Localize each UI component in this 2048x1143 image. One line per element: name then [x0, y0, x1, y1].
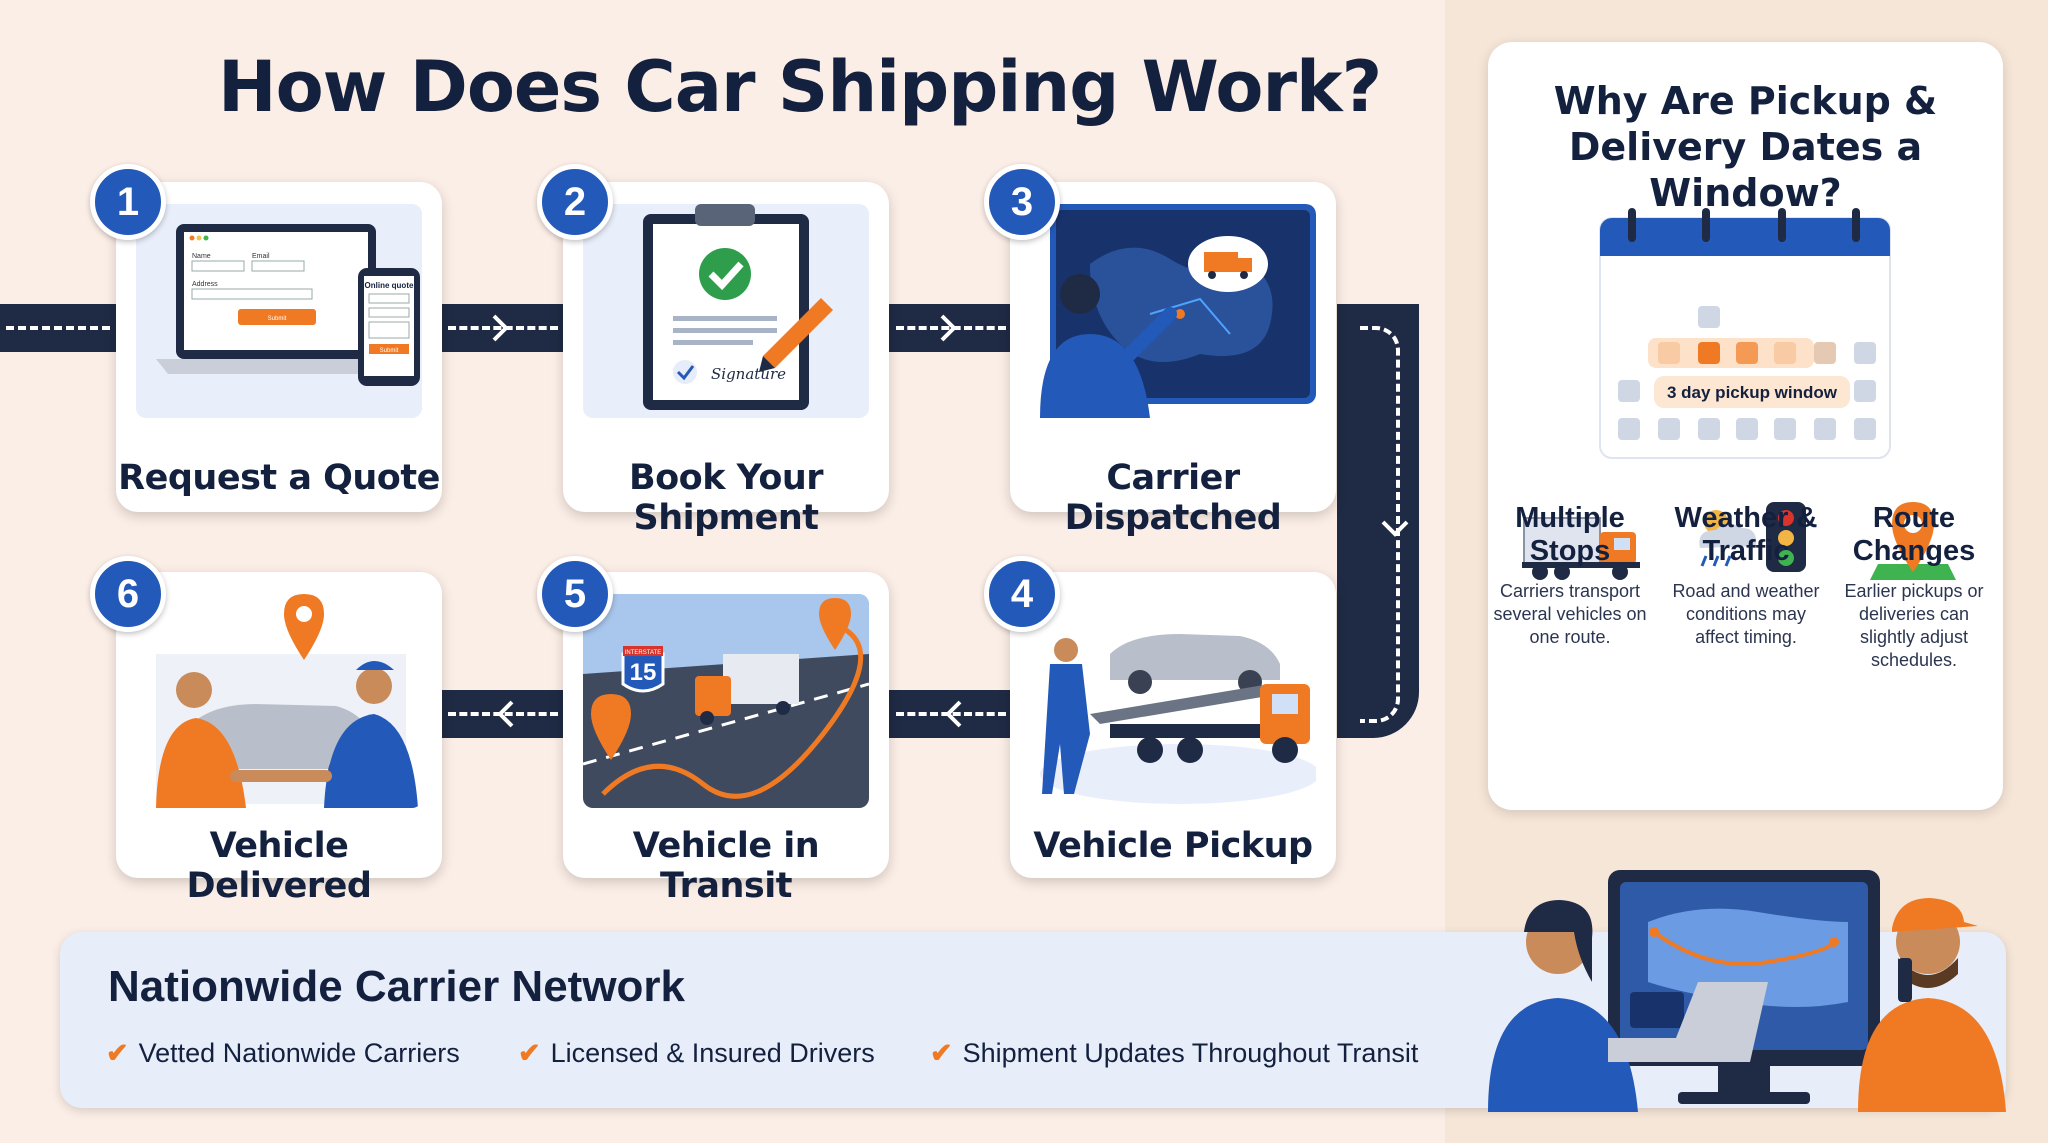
- step-card-request-quote: Name Email Address Submit Online quote S…: [116, 182, 442, 512]
- calendar-icon: 3 day pickup window: [1598, 208, 1892, 464]
- network-feature: ✔Licensed & Insured Drivers: [518, 1038, 875, 1068]
- map-pin-icon: [1868, 502, 1958, 587]
- arrow-left-icon: [497, 700, 514, 728]
- map-pin-icon: [591, 694, 631, 760]
- step-label: Vehicle Delivered: [186, 826, 372, 906]
- truck-icon: [1204, 252, 1238, 272]
- dispatch-illustration: [1030, 204, 1316, 418]
- reason-text: Carriers transport several vehicles on o…: [1493, 581, 1647, 647]
- world-map-dispatcher-icon: [1040, 204, 1316, 418]
- step-card-vehicle-delivered: Vehicle Delivered: [116, 572, 442, 906]
- car-carrier-icon: [1040, 634, 1316, 804]
- laptop-icon: [1608, 982, 1768, 1062]
- highway-truck-icon: INTERSTATE 15: [583, 594, 869, 808]
- step-number-badge: 4: [984, 556, 1060, 632]
- reason-weather-traffic: Weather &Traffic Road and weather condit…: [1666, 502, 1826, 649]
- pickup-illustration: [1030, 594, 1316, 808]
- car-icon: [1110, 634, 1280, 680]
- check-circle-icon: [673, 360, 697, 384]
- truck-icon: [723, 654, 799, 704]
- arrow-down-icon: [1381, 520, 1409, 537]
- arrow-right-icon: [940, 314, 957, 342]
- checkmark-icon: ✔: [930, 1038, 953, 1068]
- panel-title: Why Are Pickup & Delivery Dates a Window…: [1553, 79, 1938, 215]
- step-card-carrier-dispatched: Carrier Dispatched: [1010, 182, 1336, 538]
- arrow-right-icon: [492, 314, 509, 342]
- pen-icon: [763, 298, 833, 368]
- svg-text:Address: Address: [192, 281, 218, 288]
- worker-person-icon: [1054, 638, 1078, 662]
- date-window-panel: Why Are Pickup & Delivery Dates a Window…: [1488, 42, 2003, 810]
- svg-text:INTERSTATE: INTERSTATE: [625, 650, 661, 656]
- delivery-illustration: [136, 594, 422, 808]
- svg-text:Name: Name: [192, 253, 211, 260]
- svg-text:Email: Email: [252, 253, 270, 260]
- dispatch-team-icon: [1488, 870, 2006, 1112]
- svg-text:15: 15: [630, 659, 657, 686]
- step-number-badge: 3: [984, 164, 1060, 240]
- checkmark-icon: [699, 248, 751, 300]
- network-feature: ✔Shipment Updates Throughout Transit: [930, 1038, 1419, 1068]
- highway-shield-icon: [621, 652, 665, 693]
- step-number-badge: 2: [537, 164, 613, 240]
- checkmark-icon: ✔: [518, 1038, 541, 1068]
- svg-text:3 day pickup window: 3 day pickup window: [1667, 383, 1838, 402]
- svg-text:Online quote: Online quote: [365, 281, 414, 290]
- step-label: Vehicle in Transit: [632, 826, 820, 906]
- quote-illustration: Name Email Address Submit Online quote S…: [136, 204, 422, 418]
- reason-text: Earlier pickups or deliveries can slight…: [1844, 581, 1984, 670]
- dispatcher-person-icon: [1060, 274, 1100, 314]
- page-title: How Does Car Shipping Work?: [218, 46, 1382, 128]
- customer-person-icon: [176, 672, 212, 708]
- radio-icon: [1898, 958, 1912, 1002]
- network-title: Nationwide Carrier Network: [108, 962, 686, 1011]
- clipboard-icon: Signature: [643, 204, 833, 410]
- svg-text:Submit: Submit: [380, 348, 399, 354]
- transit-illustration: INTERSTATE 15: [583, 594, 869, 808]
- step-number-badge: 1: [90, 164, 166, 240]
- map-pin-icon: [284, 594, 324, 660]
- checkmark-icon: ✔: [106, 1038, 129, 1068]
- reason-title: Weather &Traffic: [1674, 502, 1818, 567]
- booking-illustration: Signature: [583, 204, 869, 418]
- step-card-vehicle-in-transit: INTERSTATE 15 Vehicle in Transit: [563, 572, 889, 906]
- network-feature: ✔Vetted Nationwide Carriers: [106, 1038, 460, 1068]
- dispatch-team-illustration: [1478, 862, 2008, 1112]
- svg-text:Submit: Submit: [268, 316, 287, 322]
- step-label: Book Your Shipment: [628, 458, 824, 538]
- step-number-badge: 6: [90, 556, 166, 632]
- map-pin-icon: [819, 598, 851, 650]
- step-number-badge: 5: [537, 556, 613, 632]
- step-card-vehicle-pickup: Vehicle Pickup: [1010, 572, 1336, 878]
- arrow-left-icon: [945, 700, 962, 728]
- driver-person-icon: [356, 668, 392, 704]
- laptop-phone-icon: Name Email Address Submit Online quote S…: [156, 224, 420, 386]
- step-label: Vehicle Pickup: [1033, 826, 1313, 866]
- handshake-icon: [156, 594, 418, 808]
- step-label: Request a Quote: [118, 458, 440, 498]
- weather-traffic-icon: [1686, 502, 1816, 587]
- step-card-book-shipment: Signature Book Your Shipment: [563, 182, 889, 538]
- reason-text: Road and weather conditions may affect t…: [1672, 581, 1820, 647]
- step-label: Carrier Dispatched: [1064, 458, 1282, 538]
- truck-icon: [1522, 512, 1642, 587]
